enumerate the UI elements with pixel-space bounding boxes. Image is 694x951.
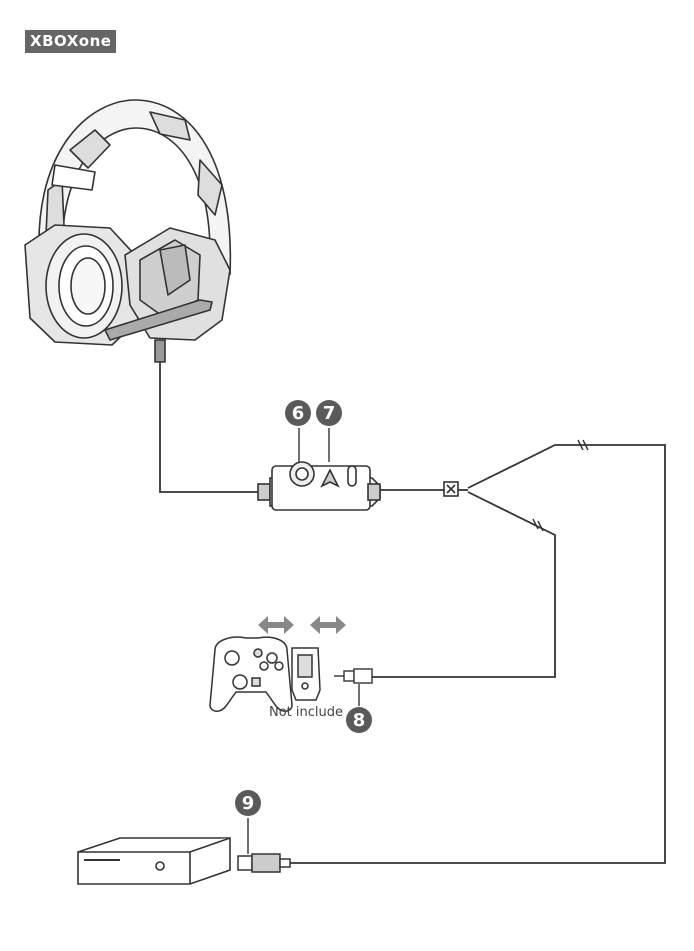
mic-switch-icon [320,468,340,488]
inline-controller-icon [257,461,381,511]
brand-badge: XBOXone [25,30,117,53]
callout-9: 9 [235,790,261,816]
cable-break-marks [532,439,589,532]
callout-leaders-top [298,428,330,462]
controller-icon [209,636,293,712]
callout-7: 7 [316,400,342,426]
cable-lines [159,362,666,864]
splitter-icon [443,481,459,497]
callout-7-number: 7 [323,403,336,424]
callout-6-number: 6 [292,403,305,424]
callout-6: 6 [285,400,311,426]
usb-plug-icon [237,853,291,873]
adapter-note: Not include [269,705,343,720]
console-icon [77,837,231,885]
callout-8-number: 8 [353,710,366,731]
headset-icon [24,99,232,363]
adapter-icon [291,647,321,701]
callout-8: 8 [346,707,372,733]
audio-jack-icon [334,668,373,684]
callout-9-number: 9 [242,793,255,814]
double-arrow-icon [258,616,346,634]
